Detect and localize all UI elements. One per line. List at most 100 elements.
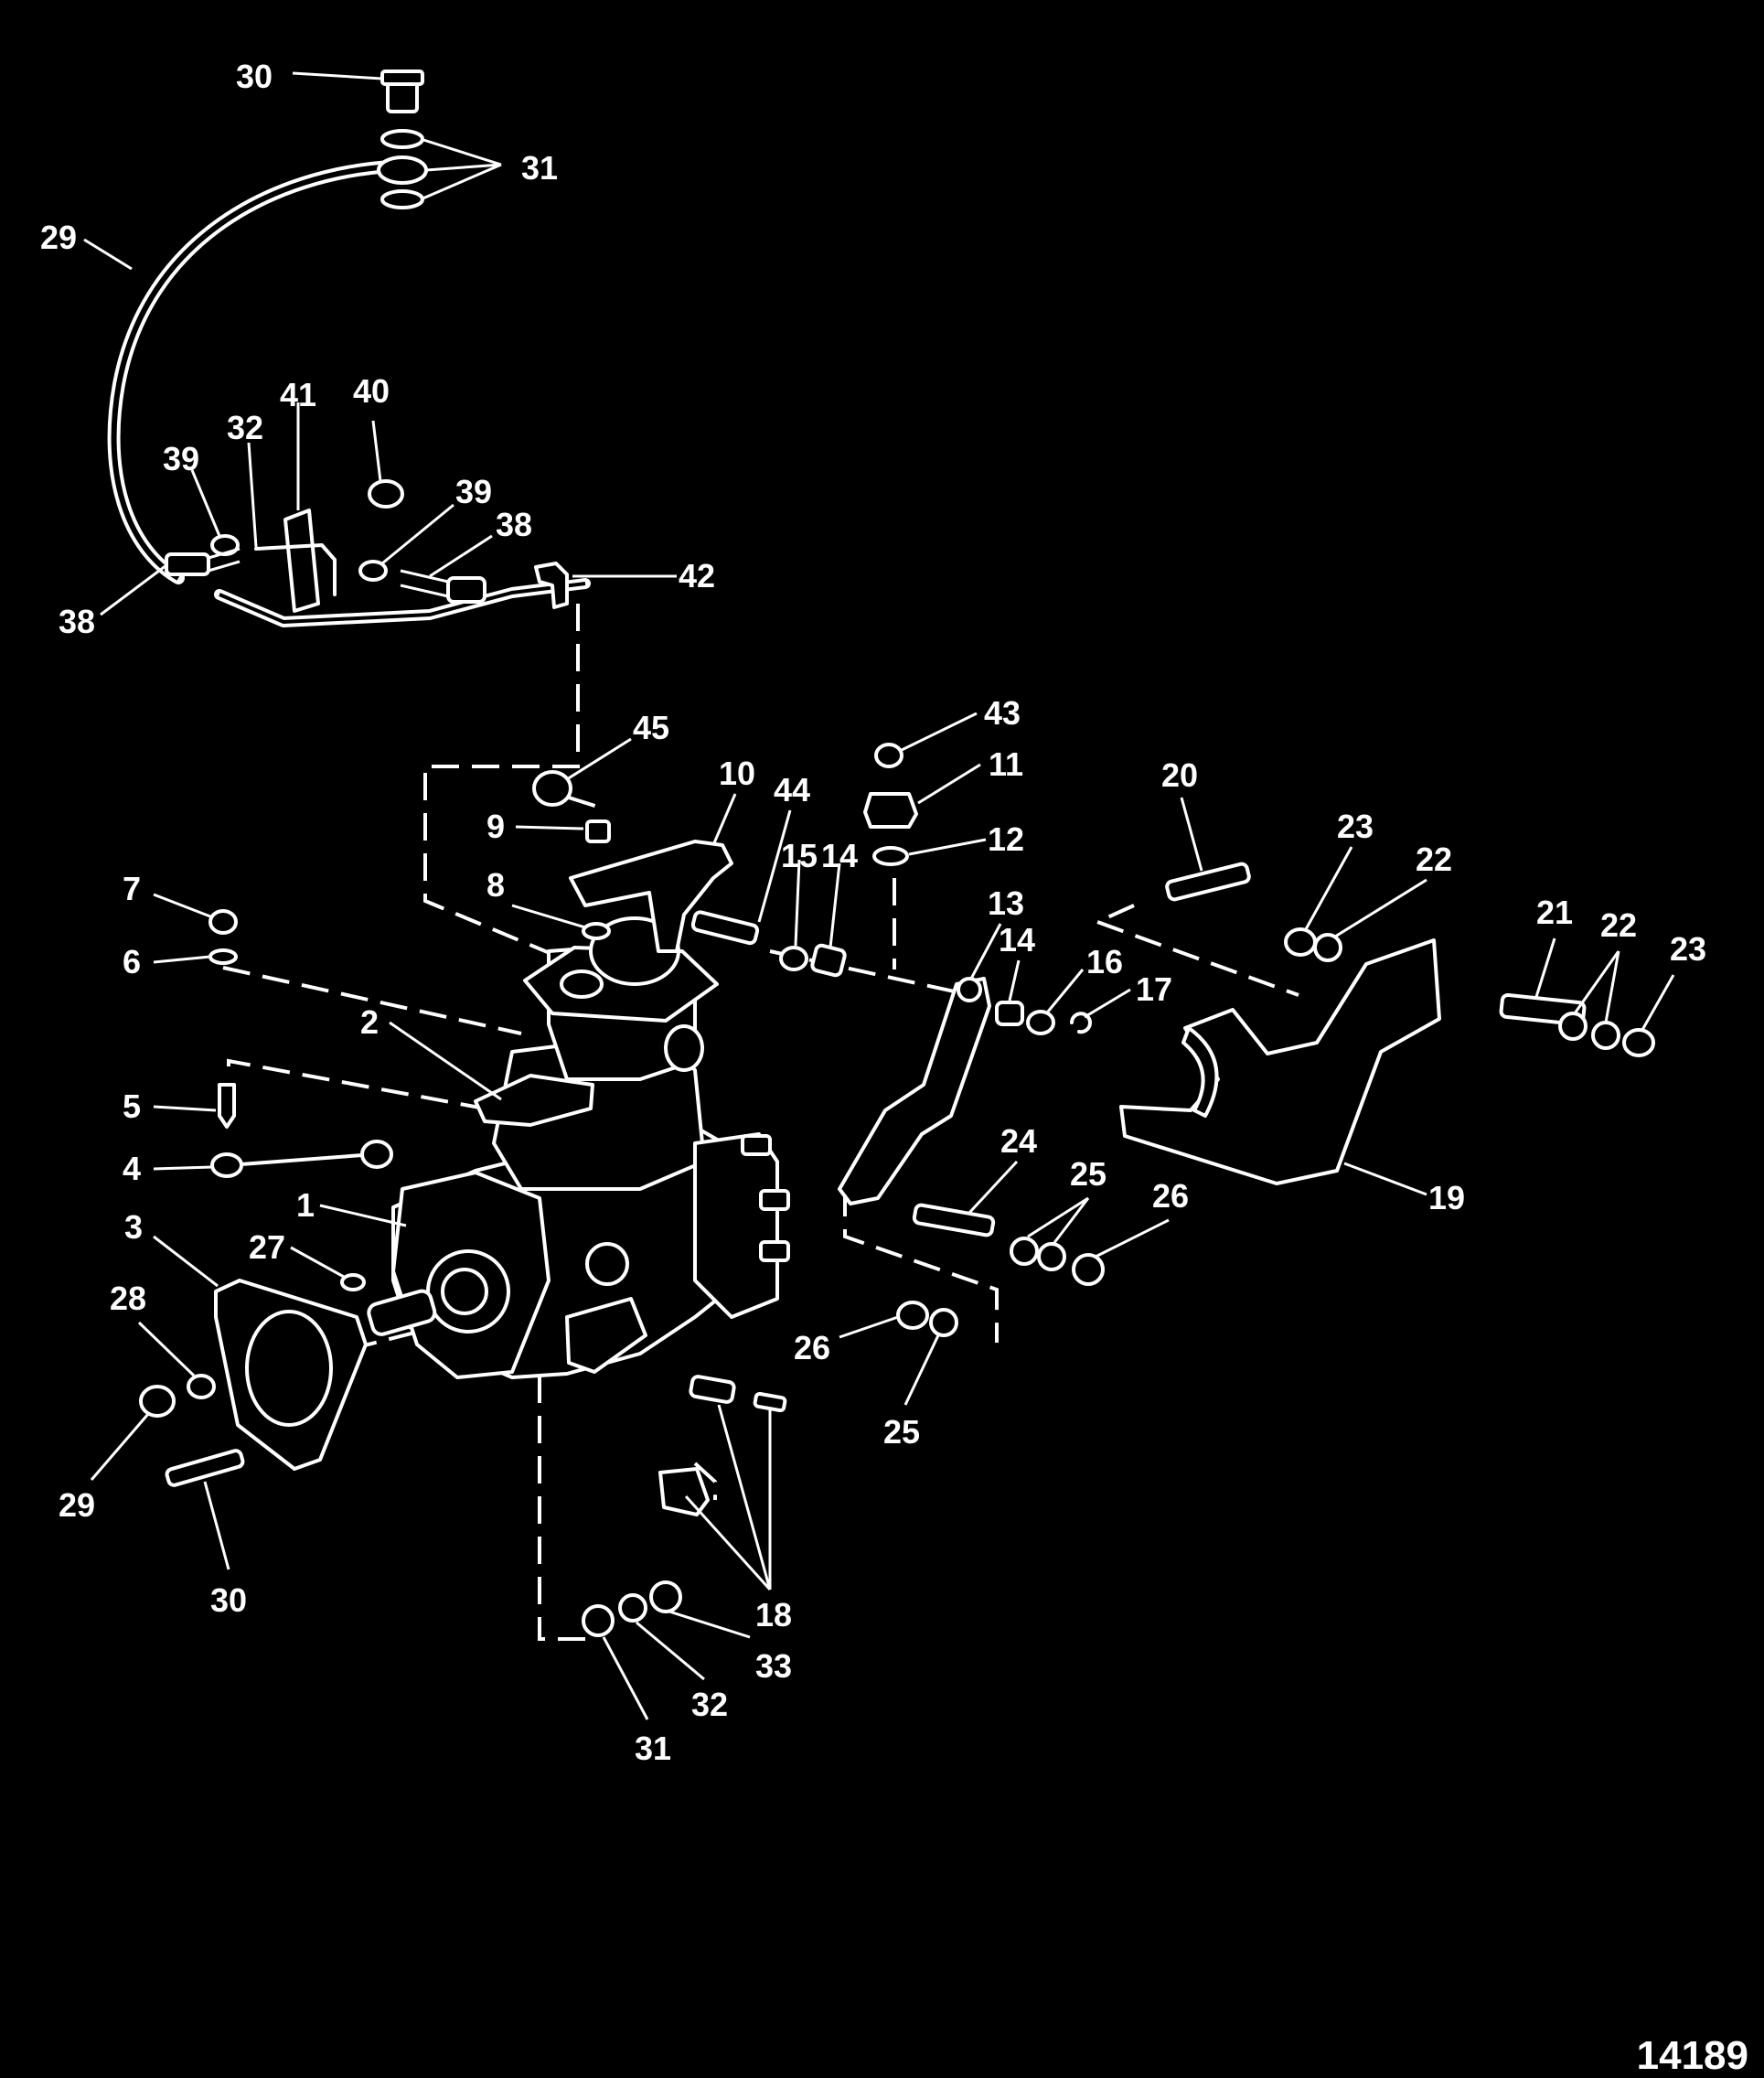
leader-30 — [203, 1481, 230, 1570]
part-13-throttle-arm — [838, 977, 991, 1205]
throttle-linkage — [838, 977, 1105, 1337]
guide-18-bracket — [693, 1462, 717, 1500]
callout-32: 32 — [691, 1686, 728, 1723]
part-39-washer-right — [358, 560, 388, 582]
part-26-nut-lower — [896, 1301, 929, 1330]
part-1-drive-shaft — [367, 1289, 437, 1336]
callout-23-right: 23 — [1670, 930, 1706, 968]
support-bracket-assembly — [1119, 862, 1655, 1185]
leader-3 — [153, 1235, 219, 1288]
part-19-support-bracket — [1119, 938, 1441, 1185]
leader-40 — [371, 420, 382, 482]
guide-7-to-pump — [222, 966, 522, 1035]
callout-25-upper: 25 — [1070, 1155, 1107, 1193]
callout-39-left: 39 — [163, 440, 199, 477]
part-24-bolt — [912, 1203, 996, 1237]
part-8-washer — [582, 922, 611, 940]
callout-38-left: 38 — [59, 603, 95, 640]
callout-5: 5 — [123, 1087, 141, 1125]
callout-39-right: 39 — [455, 473, 492, 510]
guide-13-to-24 — [843, 1189, 999, 1343]
part-1-top-cap — [560, 969, 604, 999]
bottom-hardware — [582, 1375, 787, 1637]
callout-27: 27 — [249, 1228, 285, 1266]
leader-24 — [968, 1160, 1019, 1215]
leader-23-right — [1641, 974, 1675, 1031]
guide-return-line-to-pump — [423, 604, 580, 962]
part-33-nut — [649, 1580, 682, 1613]
part-7-cap-nut — [208, 909, 238, 935]
callout-18: 18 — [755, 1596, 792, 1633]
part-38-banjo-bolt-left — [165, 552, 210, 576]
part-14-bushing-lower — [995, 1001, 1024, 1026]
part-18-bolt — [689, 1375, 736, 1404]
callout-25-lower: 25 — [883, 1413, 920, 1451]
leader-25-upper — [1027, 1196, 1090, 1245]
leader-28 — [137, 1321, 196, 1377]
callout-44: 44 — [774, 771, 810, 809]
part-15-washer — [779, 946, 808, 971]
leader-1 — [319, 1204, 407, 1227]
part-42-elbow-fitting — [534, 562, 569, 609]
callout-12: 12 — [988, 820, 1024, 858]
part-1-inspection-plug — [585, 1242, 629, 1286]
injection-pump-assembly — [367, 916, 790, 1379]
callout-36: 31 — [521, 149, 558, 187]
callout-4: 4 — [123, 1150, 141, 1187]
leader-2 — [389, 1021, 502, 1101]
part-4-link-rod-end-right — [360, 1140, 393, 1169]
part-37-return-line-tube-inner — [219, 582, 586, 625]
leader-43 — [901, 712, 978, 752]
leader-25-lower — [903, 1334, 940, 1406]
figure-id: 14189 — [1637, 2033, 1748, 2078]
callout-19: 19 — [1428, 1179, 1465, 1216]
callout-45: 45 — [633, 709, 669, 746]
leader-11 — [917, 763, 981, 805]
part-36-washer-top — [380, 129, 424, 149]
callout-17: 17 — [1136, 970, 1172, 1008]
leader-5 — [153, 1105, 217, 1112]
callout-38-right: 38 — [496, 506, 532, 543]
leader-8 — [511, 904, 586, 929]
part-35-banjo-bolt-head — [380, 70, 424, 86]
part-25-washer-lower — [929, 1308, 958, 1337]
leader-35 — [292, 71, 383, 80]
callout-28: 28 — [110, 1280, 146, 1317]
callout-42: 42 — [679, 557, 715, 594]
part-36-banjo-eye — [377, 155, 428, 185]
callout-21: 21 — [1536, 894, 1573, 931]
part-23-nut-upper — [1284, 927, 1317, 957]
callout-31: 31 — [635, 1730, 671, 1767]
part-22-washer-upper — [1313, 933, 1342, 962]
return-line-assembly — [107, 70, 591, 627]
callout-13: 13 — [988, 884, 1024, 922]
part-9-bolt — [585, 819, 611, 843]
leader-29 — [90, 1413, 150, 1481]
callout-30: 30 — [210, 1581, 247, 1619]
leader-22-right — [1573, 950, 1620, 1023]
part-28-lock-washer — [187, 1374, 216, 1399]
leader-6 — [153, 955, 211, 964]
part-1-side-outlets — [693, 1132, 779, 1319]
callout-labels: 30 31 29 41 40 32 39 39 38 38 42 43 45 1… — [40, 58, 1748, 2078]
leader-lines — [83, 71, 1675, 1720]
part-13-arm-pivot — [957, 977, 982, 1002]
part-2-throttle-lever — [474, 1074, 594, 1127]
part-5-ball-stud — [218, 1083, 236, 1129]
leader-20 — [1180, 797, 1203, 872]
leader-10 — [711, 793, 737, 846]
part-41-clamp-bracket — [283, 509, 320, 613]
part-20-bolt — [1165, 862, 1251, 902]
leader-34 — [83, 238, 133, 271]
part-31-washer — [582, 1604, 615, 1637]
callout-15: 15 — [781, 837, 818, 874]
part-1-drive-hub-inner — [441, 1268, 488, 1315]
leader-4 — [153, 1165, 213, 1171]
leader-22-upper — [1334, 878, 1427, 938]
callout-1: 1 — [296, 1186, 315, 1224]
part-11-fitting — [863, 792, 918, 829]
callout-6: 6 — [123, 943, 141, 980]
leader-17 — [1084, 988, 1131, 1019]
part-1-mount-foot — [565, 1297, 647, 1374]
